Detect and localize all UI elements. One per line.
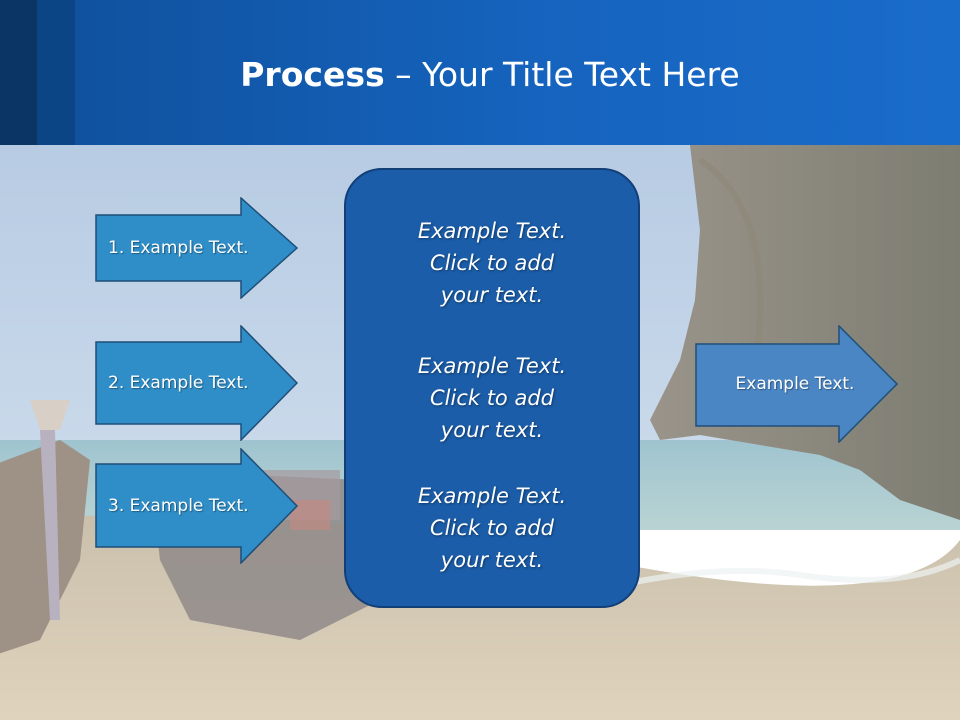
step-arrow-3[interactable]: 3. Example Text.	[95, 448, 299, 564]
step-arrow-1-shape	[95, 197, 299, 299]
center-paragraph-3: Example Text. Click to add your text.	[346, 480, 638, 576]
output-arrow-shape	[695, 325, 899, 443]
paragraph-line: your text.	[440, 548, 544, 572]
step-arrow-3-shape	[95, 448, 299, 564]
title-bar	[0, 0, 960, 145]
step-arrow-3-label: 3. Example Text.	[108, 496, 249, 516]
center-text-box[interactable]: Example Text. Click to add your text. Ex…	[344, 168, 640, 608]
paragraph-line: your text.	[440, 418, 544, 442]
page-title[interactable]: Process – Your Title Text Here	[75, 55, 905, 95]
header-accent-dark	[0, 0, 37, 145]
paragraph-line: your text.	[440, 283, 544, 307]
center-paragraph-1: Example Text. Click to add your text.	[346, 215, 638, 311]
step-arrow-1-label: 1. Example Text.	[108, 238, 249, 258]
paragraph-line: Example Text.	[417, 484, 567, 508]
output-arrow-label: Example Text.	[735, 374, 855, 394]
title-bold: Process	[240, 55, 385, 94]
paragraph-line: Example Text.	[417, 354, 567, 378]
paragraph-line: Example Text.	[417, 219, 567, 243]
paragraph-line: Click to add	[429, 516, 554, 540]
header-accent-mid	[37, 0, 75, 145]
paragraph-line: Click to add	[429, 251, 554, 275]
paragraph-line: Click to add	[429, 386, 554, 410]
title-rest: – Your Title Text Here	[384, 55, 740, 94]
step-arrow-2[interactable]: 2. Example Text.	[95, 325, 299, 441]
center-paragraph-2: Example Text. Click to add your text.	[346, 350, 638, 446]
step-arrow-2-shape	[95, 325, 299, 441]
output-arrow[interactable]: Example Text.	[695, 325, 899, 443]
step-arrow-1[interactable]: 1. Example Text.	[95, 197, 299, 299]
step-arrow-2-label: 2. Example Text.	[108, 373, 249, 393]
